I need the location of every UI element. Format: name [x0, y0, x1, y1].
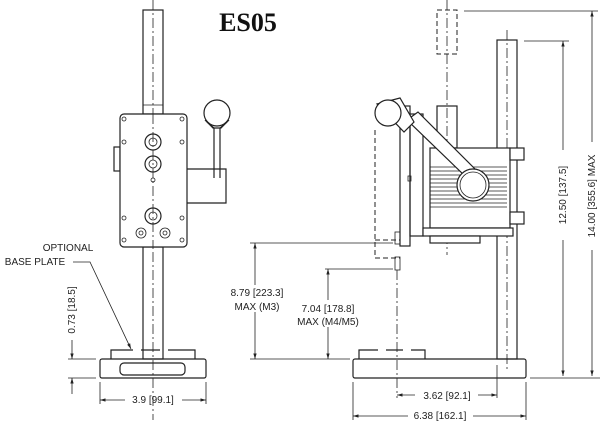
tooling-phantom	[374, 130, 400, 259]
front-base	[99, 358, 207, 379]
pin-upper	[394, 231, 401, 245]
dim-base-height: 0.73 [18.5]	[67, 286, 96, 394]
dim-base-width-right: 6.38 [162.1]	[352, 382, 527, 422]
carriage-plate	[119, 113, 188, 248]
handle-bracket	[187, 168, 227, 204]
dim-base-width-left: 3.9 [99.1]	[99, 382, 207, 406]
handle-ball	[374, 99, 402, 127]
handle-knob	[203, 99, 231, 127]
side-base	[352, 358, 527, 379]
dim-m3-height: 8.79 [223.3] MAX (M3)	[231, 242, 393, 360]
dim-column-height: 12.50 [137.5]	[524, 40, 600, 379]
collar-tab-top	[509, 147, 525, 161]
optional-label-line1: OPTIONAL	[43, 243, 94, 254]
front-view	[99, 0, 231, 420]
svg-text:3.62 [92.1]: 3.62 [92.1]	[423, 391, 470, 402]
optional-base-plate	[110, 349, 196, 359]
svg-text:7.04 [178.8]: 7.04 [178.8]	[302, 304, 355, 315]
svg-text:0.73 [18.5]: 0.73 [18.5]	[67, 286, 78, 333]
svg-text:6.38 [162.1]: 6.38 [162.1]	[414, 411, 467, 422]
model-title: ES05	[219, 8, 277, 37]
mounting-holes	[121, 116, 185, 243]
side-tab	[113, 146, 121, 172]
pin-lower	[394, 256, 401, 271]
collar-tab-bottom	[509, 211, 525, 225]
dim-m45-height: 7.04 [178.8] MAX (M4/M5)	[297, 268, 393, 359]
svg-text:12.50 [137.5]: 12.50 [137.5]	[558, 166, 569, 225]
pinion-hub	[456, 168, 490, 202]
optional-label-line2: BASE PLATE	[5, 257, 66, 268]
svg-text:MAX (M3): MAX (M3)	[235, 302, 280, 313]
leader-line	[73, 261, 132, 350]
dim-overall-height: 14.00 [355.6] MAX	[464, 10, 598, 376]
svg-text:MAX (M4/M5): MAX (M4/M5)	[297, 317, 359, 328]
bearing-holes	[135, 133, 171, 239]
side-view	[352, 0, 527, 398]
dim-throat-depth: 3.62 [92.1]	[397, 365, 498, 402]
svg-text:3.9 [99.1]: 3.9 [99.1]	[132, 395, 174, 406]
ram-extended-phantom	[436, 9, 458, 55]
housing-base-plate	[422, 227, 514, 237]
svg-text:8.79 [223.3]: 8.79 [223.3]	[231, 288, 284, 299]
base-slot	[119, 362, 186, 376]
side-optional-plate	[358, 349, 426, 359]
svg-text:14.00 [355.6] MAX: 14.00 [355.6] MAX	[587, 154, 598, 237]
